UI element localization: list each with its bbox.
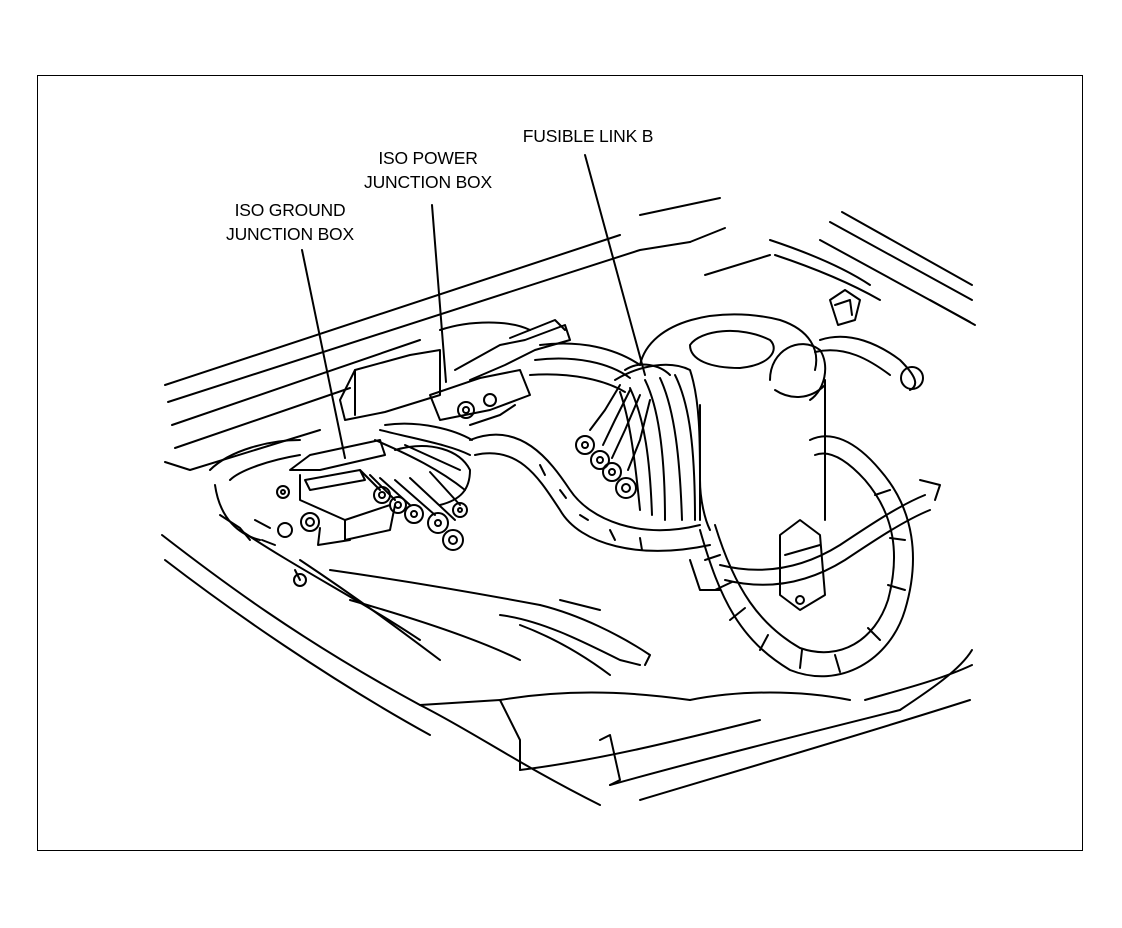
label-line: ISO GROUND xyxy=(234,200,346,220)
label-line: JUNCTION BOX xyxy=(364,172,492,192)
iso-ground-junction-box xyxy=(209,439,396,587)
iso-power-junction-box xyxy=(339,319,641,426)
upper-body-panel xyxy=(164,197,976,471)
leader-iso-ground xyxy=(301,249,346,459)
label-iso-ground-junction-box: ISO GROUND JUNCTION BOX xyxy=(210,198,370,246)
label-line: ISO POWER xyxy=(378,148,478,168)
wiring-harness xyxy=(469,363,711,552)
reservoir-canister xyxy=(639,313,827,521)
label-iso-power-junction-box: ISO POWER JUNCTION BOX xyxy=(348,146,508,194)
leader-lines xyxy=(301,154,646,459)
fusible-link-b xyxy=(575,384,651,499)
leader-fusible-link xyxy=(584,154,646,376)
label-fusible-link-b: FUSIBLE LINK B xyxy=(508,124,668,148)
floor-pan xyxy=(161,529,973,806)
diagram-frame xyxy=(37,75,1083,851)
label-line: FUSIBLE LINK B xyxy=(522,126,654,146)
leader-iso-power xyxy=(431,204,447,383)
ring-terminals xyxy=(359,422,473,551)
label-line: JUNCTION BOX xyxy=(226,224,354,244)
hose-loop xyxy=(689,239,941,678)
